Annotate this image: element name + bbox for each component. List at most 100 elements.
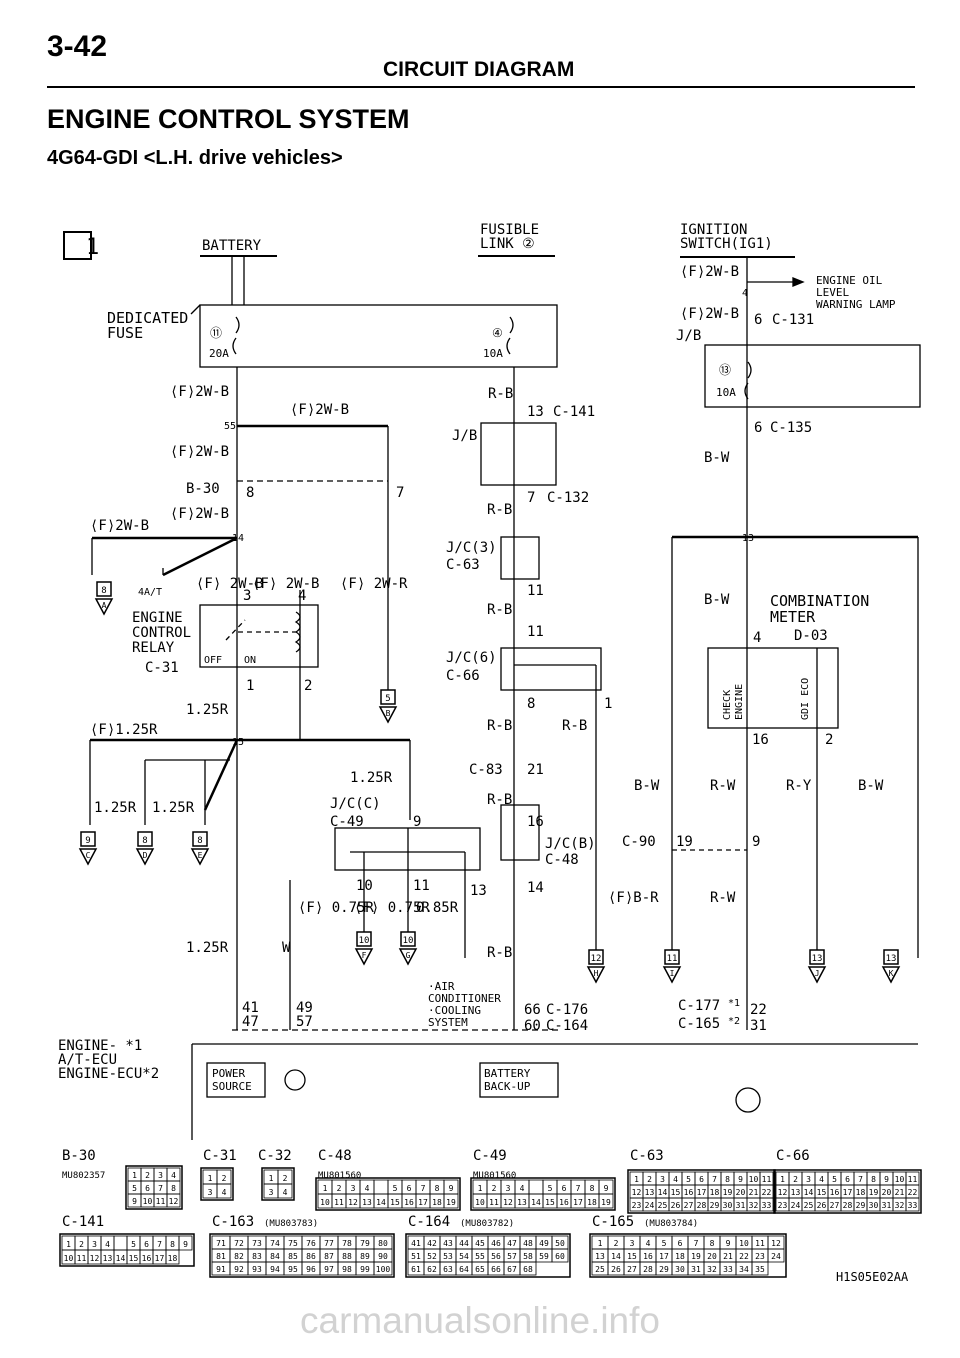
pin-label: 9	[752, 834, 760, 850]
continuation-letter: E	[198, 851, 203, 860]
pin-number: 27	[684, 1201, 694, 1210]
pin-number: 28	[643, 1265, 653, 1274]
pin-label: 6	[754, 420, 762, 436]
ecu-pin: 49	[296, 1000, 313, 1016]
connector-c135: C-135	[770, 420, 812, 436]
pin-number: 8	[871, 1175, 876, 1184]
connector-title: C-165	[592, 1214, 634, 1230]
pin-number: 22	[739, 1252, 749, 1261]
pin-number: 51	[411, 1252, 421, 1261]
wire-label: ⟨F⟩2W-B	[680, 264, 739, 280]
pin-number: 13	[517, 1198, 527, 1207]
connector-title: C-31	[203, 1148, 237, 1164]
pin-number: 35	[755, 1265, 765, 1274]
wire-label: ⟨F⟩1.25R	[90, 722, 158, 738]
pin-number: 10	[64, 1254, 74, 1263]
fuse-4: ④	[492, 326, 503, 340]
continuation-number: 5	[385, 694, 390, 704]
pin-number: 50	[555, 1239, 565, 1248]
diagram-lines	[63, 231, 921, 1140]
ecu-label-3: ENGINE-ECU*2	[58, 1066, 159, 1082]
wire-label: 1.25R	[186, 940, 229, 956]
pin-label: 11	[527, 624, 544, 640]
pin-number: 89	[360, 1252, 370, 1261]
continuation-marker: 13K	[881, 949, 901, 984]
pin-number: 57	[507, 1252, 517, 1261]
pin-number: 9	[449, 1184, 454, 1193]
pin-number: 6	[699, 1175, 704, 1184]
continuation-letter: I	[670, 969, 675, 978]
wire-label: 1.25R	[152, 800, 195, 816]
pin-number: 3	[351, 1184, 356, 1193]
pin-number: 6	[845, 1175, 850, 1184]
pin-number: 18	[168, 1254, 178, 1263]
pin-number: 11	[156, 1197, 166, 1206]
pin-number: 45	[475, 1239, 485, 1248]
pin-number: 20	[736, 1188, 746, 1197]
pin-number: 30	[675, 1265, 685, 1274]
pin-label: 1	[604, 696, 612, 712]
pin-number: 11	[77, 1254, 87, 1263]
connector-c131: C-131	[772, 312, 814, 328]
battery-backup-box	[479, 1062, 559, 1098]
pin-number: 32	[707, 1265, 717, 1274]
page-number: 3-42	[47, 30, 108, 63]
connector-title: C-49	[473, 1148, 507, 1164]
pin-number: 30	[869, 1201, 879, 1210]
continuation-number: 9	[85, 836, 90, 846]
pin-number: 12	[771, 1239, 781, 1248]
section-title: ENGINE CONTROL SYSTEM	[47, 104, 410, 134]
continuation-letter: K	[889, 969, 894, 978]
pin-number: 62	[427, 1265, 437, 1274]
oil-lamp-1: ENGINE OIL	[816, 274, 883, 287]
pin-number: 25	[658, 1201, 668, 1210]
pin-number: 20	[882, 1188, 892, 1197]
pin-number: 66	[491, 1265, 501, 1274]
pin-number: 9	[738, 1175, 743, 1184]
pin-number: 1	[208, 1174, 213, 1183]
continuation-marker: 11I	[662, 949, 682, 984]
pin-number: 13	[595, 1252, 605, 1261]
pin-number: 8	[725, 1175, 730, 1184]
pin-label: 19	[676, 834, 693, 850]
pin-number: 14	[376, 1198, 386, 1207]
pin-number: 28	[697, 1201, 707, 1210]
sheet-number: 1	[86, 235, 99, 260]
pin-number: 19	[446, 1198, 456, 1207]
connector-c83: C-83	[469, 762, 503, 778]
pin-number: 34	[739, 1265, 749, 1274]
pin-number: 76	[306, 1239, 316, 1248]
ignition-label-2: SWITCH(IG1)	[680, 236, 773, 252]
pin-number: 10	[895, 1175, 905, 1184]
pin-number: 5	[832, 1175, 837, 1184]
pin-number: 9	[183, 1240, 188, 1249]
continuation-marker: 8E	[190, 831, 210, 866]
pin-number: 97	[324, 1265, 334, 1274]
pin-number: 31	[736, 1201, 746, 1210]
pin-number: 59	[539, 1252, 549, 1261]
continuation-marker: 9C	[78, 831, 98, 866]
pin-number: 12	[778, 1188, 788, 1197]
sheet-box	[63, 231, 92, 260]
note-1: ·AIR	[428, 980, 455, 993]
pin-number: 33	[762, 1201, 772, 1210]
pin-number: 12	[348, 1198, 358, 1207]
pin-number: 86	[306, 1252, 316, 1261]
ecu-pin: 60	[524, 1018, 541, 1034]
battery-backup-1: BATTERY	[484, 1067, 531, 1080]
junction-13: 13	[742, 533, 754, 544]
ecu-pin: 31	[750, 1018, 767, 1034]
pin-number: 4	[819, 1175, 824, 1184]
dedicated-fuse-label-2: FUSE	[107, 324, 143, 342]
pin-label: 4	[298, 588, 306, 604]
connector-c177: C-177	[678, 998, 720, 1014]
pin-number: 64	[459, 1265, 469, 1274]
pin-number: 65	[475, 1265, 485, 1274]
fusible-link-label-1: FUSIBLE	[480, 222, 539, 238]
wire-label: B-W	[858, 778, 884, 794]
power-source-box	[206, 1062, 266, 1098]
pin-number: 77	[324, 1239, 334, 1248]
wire-label: ⟨F⟩2W-B	[170, 384, 229, 400]
pin-number: 1	[634, 1175, 639, 1184]
